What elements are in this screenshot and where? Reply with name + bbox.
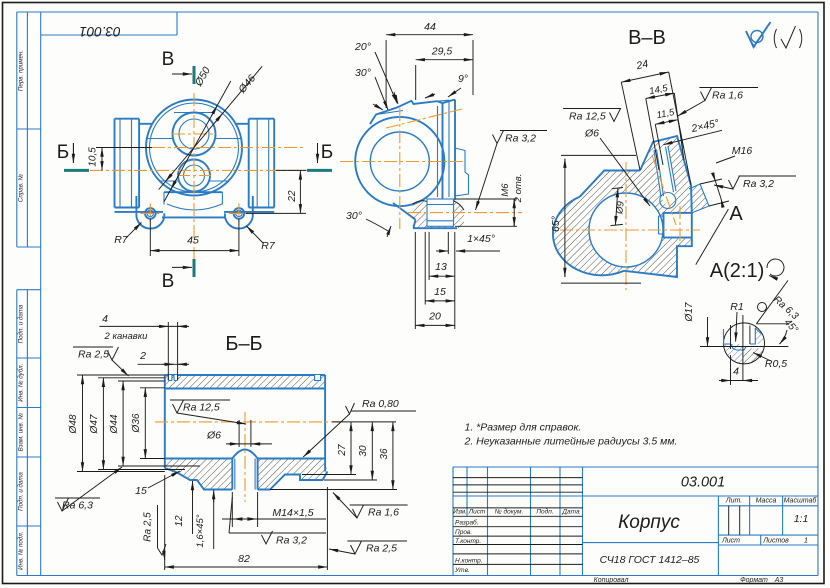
- svg-text:Ø47: Ø47: [89, 414, 100, 434]
- svg-text:R7: R7: [114, 234, 129, 246]
- svg-text:Подп. и дата: Подп. и дата: [18, 472, 25, 511]
- svg-text:№ докум.: № докум.: [495, 508, 524, 516]
- svg-text:Б: Б: [321, 142, 333, 163]
- svg-text:15: 15: [135, 485, 147, 497]
- svg-text:Пров.: Пров.: [455, 529, 472, 536]
- svg-text:М6: М6: [500, 183, 511, 197]
- svg-text:Дата: Дата: [561, 509, 580, 516]
- svg-text:Ø44: Ø44: [109, 414, 120, 434]
- svg-text:Ra 0,80: Ra 0,80: [362, 398, 399, 410]
- svg-text:В–В: В–В: [628, 27, 666, 49]
- svg-text:М16: М16: [732, 145, 753, 157]
- svg-text:03.001: 03.001: [681, 475, 725, 491]
- svg-text:1,6×45°: 1,6×45°: [195, 514, 206, 547]
- svg-text:А(2:1): А(2:1): [710, 260, 764, 282]
- svg-text:45: 45: [187, 235, 199, 247]
- svg-text:Изм.: Изм.: [453, 509, 467, 516]
- svg-text:29,5: 29,5: [431, 46, 453, 58]
- svg-text:Ra 6,3: Ra 6,3: [62, 500, 93, 512]
- svg-text:Листов: Листов: [762, 538, 789, 545]
- svg-text:Б: Б: [57, 142, 69, 163]
- svg-text:20°: 20°: [354, 41, 371, 53]
- svg-text:12: 12: [174, 515, 185, 527]
- svg-text:Ra 12,5: Ra 12,5: [183, 402, 220, 414]
- svg-text:А3: А3: [774, 577, 784, 584]
- svg-text:Ra 1,6: Ra 1,6: [712, 90, 743, 102]
- svg-text:13: 13: [435, 261, 447, 273]
- svg-text:4: 4: [733, 366, 739, 378]
- svg-text:Перв. примен.: Перв. примен.: [18, 50, 25, 91]
- svg-text:2 отв.: 2 отв.: [513, 174, 524, 204]
- svg-text:В: В: [162, 49, 175, 70]
- svg-text:2: 2: [139, 350, 146, 362]
- svg-text:Ra 12,5: Ra 12,5: [569, 111, 606, 123]
- svg-text:R7: R7: [261, 240, 276, 252]
- svg-text:82: 82: [238, 553, 250, 565]
- svg-text:Ra 2,5: Ra 2,5: [143, 512, 154, 542]
- svg-text:Масштаб: Масштаб: [784, 497, 818, 505]
- svg-text:Лит.: Лит.: [725, 498, 742, 505]
- svg-text:Лист: Лист: [721, 538, 740, 545]
- svg-text:Ra 2,5: Ra 2,5: [366, 543, 397, 555]
- svg-text:Ra 1,6: Ra 1,6: [368, 507, 399, 519]
- svg-text:30°: 30°: [346, 210, 362, 222]
- svg-text:9°: 9°: [458, 73, 468, 85]
- svg-text:1×45°: 1×45°: [467, 233, 495, 245]
- svg-text:20: 20: [428, 311, 441, 323]
- svg-text:Ra 3,2: Ra 3,2: [276, 535, 307, 547]
- svg-text:Корпус: Корпус: [618, 512, 680, 533]
- svg-text:44: 44: [424, 21, 436, 33]
- svg-text:Утв.: Утв.: [454, 567, 470, 574]
- svg-text:03.001: 03.001: [79, 24, 120, 39]
- svg-text:Ø17: Ø17: [684, 302, 695, 322]
- svg-text:15: 15: [434, 286, 446, 298]
- svg-text:Справ. №: Справ. №: [18, 174, 25, 202]
- svg-text:Копировал: Копировал: [594, 577, 629, 584]
- svg-text:R1: R1: [730, 301, 743, 313]
- svg-text:65°: 65°: [550, 216, 562, 232]
- svg-text:Ø6: Ø6: [206, 430, 221, 442]
- svg-text:1:1: 1:1: [794, 513, 809, 525]
- svg-text:Разраб.: Разраб.: [455, 519, 479, 527]
- svg-text:2 канавки: 2 канавки: [104, 331, 149, 342]
- svg-text:Подп.: Подп.: [536, 508, 553, 516]
- svg-text:14,5: 14,5: [648, 83, 669, 97]
- svg-text:В: В: [162, 271, 175, 292]
- svg-text:Ra 3,2: Ra 3,2: [505, 133, 536, 145]
- svg-text:Инв. № дубл.: Инв. № дубл.: [18, 364, 25, 402]
- svg-text:Ø36: Ø36: [131, 413, 142, 433]
- svg-text:Ra 3,2: Ra 3,2: [743, 178, 774, 190]
- svg-text:27: 27: [337, 444, 348, 457]
- svg-text:Масса: Масса: [756, 498, 777, 505]
- svg-text:Ra 2,5: Ra 2,5: [78, 349, 109, 361]
- svg-text:36: 36: [379, 448, 390, 460]
- svg-text:22: 22: [287, 190, 298, 203]
- svg-text:Б–Б: Б–Б: [225, 333, 262, 355]
- svg-text:Лист: Лист: [468, 509, 486, 516]
- svg-text:Формат: Формат: [740, 577, 768, 584]
- svg-text:Инв. № подл.: Инв. № подл.: [18, 531, 25, 569]
- svg-text:11,5: 11,5: [656, 107, 676, 121]
- svg-text:Подп. и дата: Подп. и дата: [18, 304, 25, 343]
- svg-text:2. Неуказанные литейные радиус: 2. Неуказанные литейные радиусы 3.5 мм.: [464, 436, 678, 448]
- svg-text:30: 30: [358, 445, 369, 457]
- svg-text:Ø6: Ø6: [584, 128, 599, 140]
- svg-text:СЧ18 ГОСТ 1412–85: СЧ18 ГОСТ 1412–85: [600, 554, 700, 566]
- svg-text:10,5: 10,5: [88, 147, 99, 167]
- svg-text:4: 4: [102, 313, 108, 325]
- svg-text:1: 1: [804, 536, 808, 545]
- svg-text:Взам. инв. №: Взам. инв. №: [18, 413, 25, 452]
- svg-text:А: А: [729, 203, 743, 225]
- svg-text:24: 24: [634, 58, 649, 72]
- svg-text:Т.контр.: Т.контр.: [455, 538, 481, 545]
- svg-text:1. *Размер для справок.: 1. *Размер для справок.: [465, 422, 582, 434]
- svg-text:М14×1,5: М14×1,5: [272, 507, 313, 519]
- svg-text:Ø48: Ø48: [68, 414, 79, 434]
- svg-text:30°: 30°: [355, 67, 371, 79]
- svg-text:Н.контр.: Н.контр.: [455, 558, 483, 565]
